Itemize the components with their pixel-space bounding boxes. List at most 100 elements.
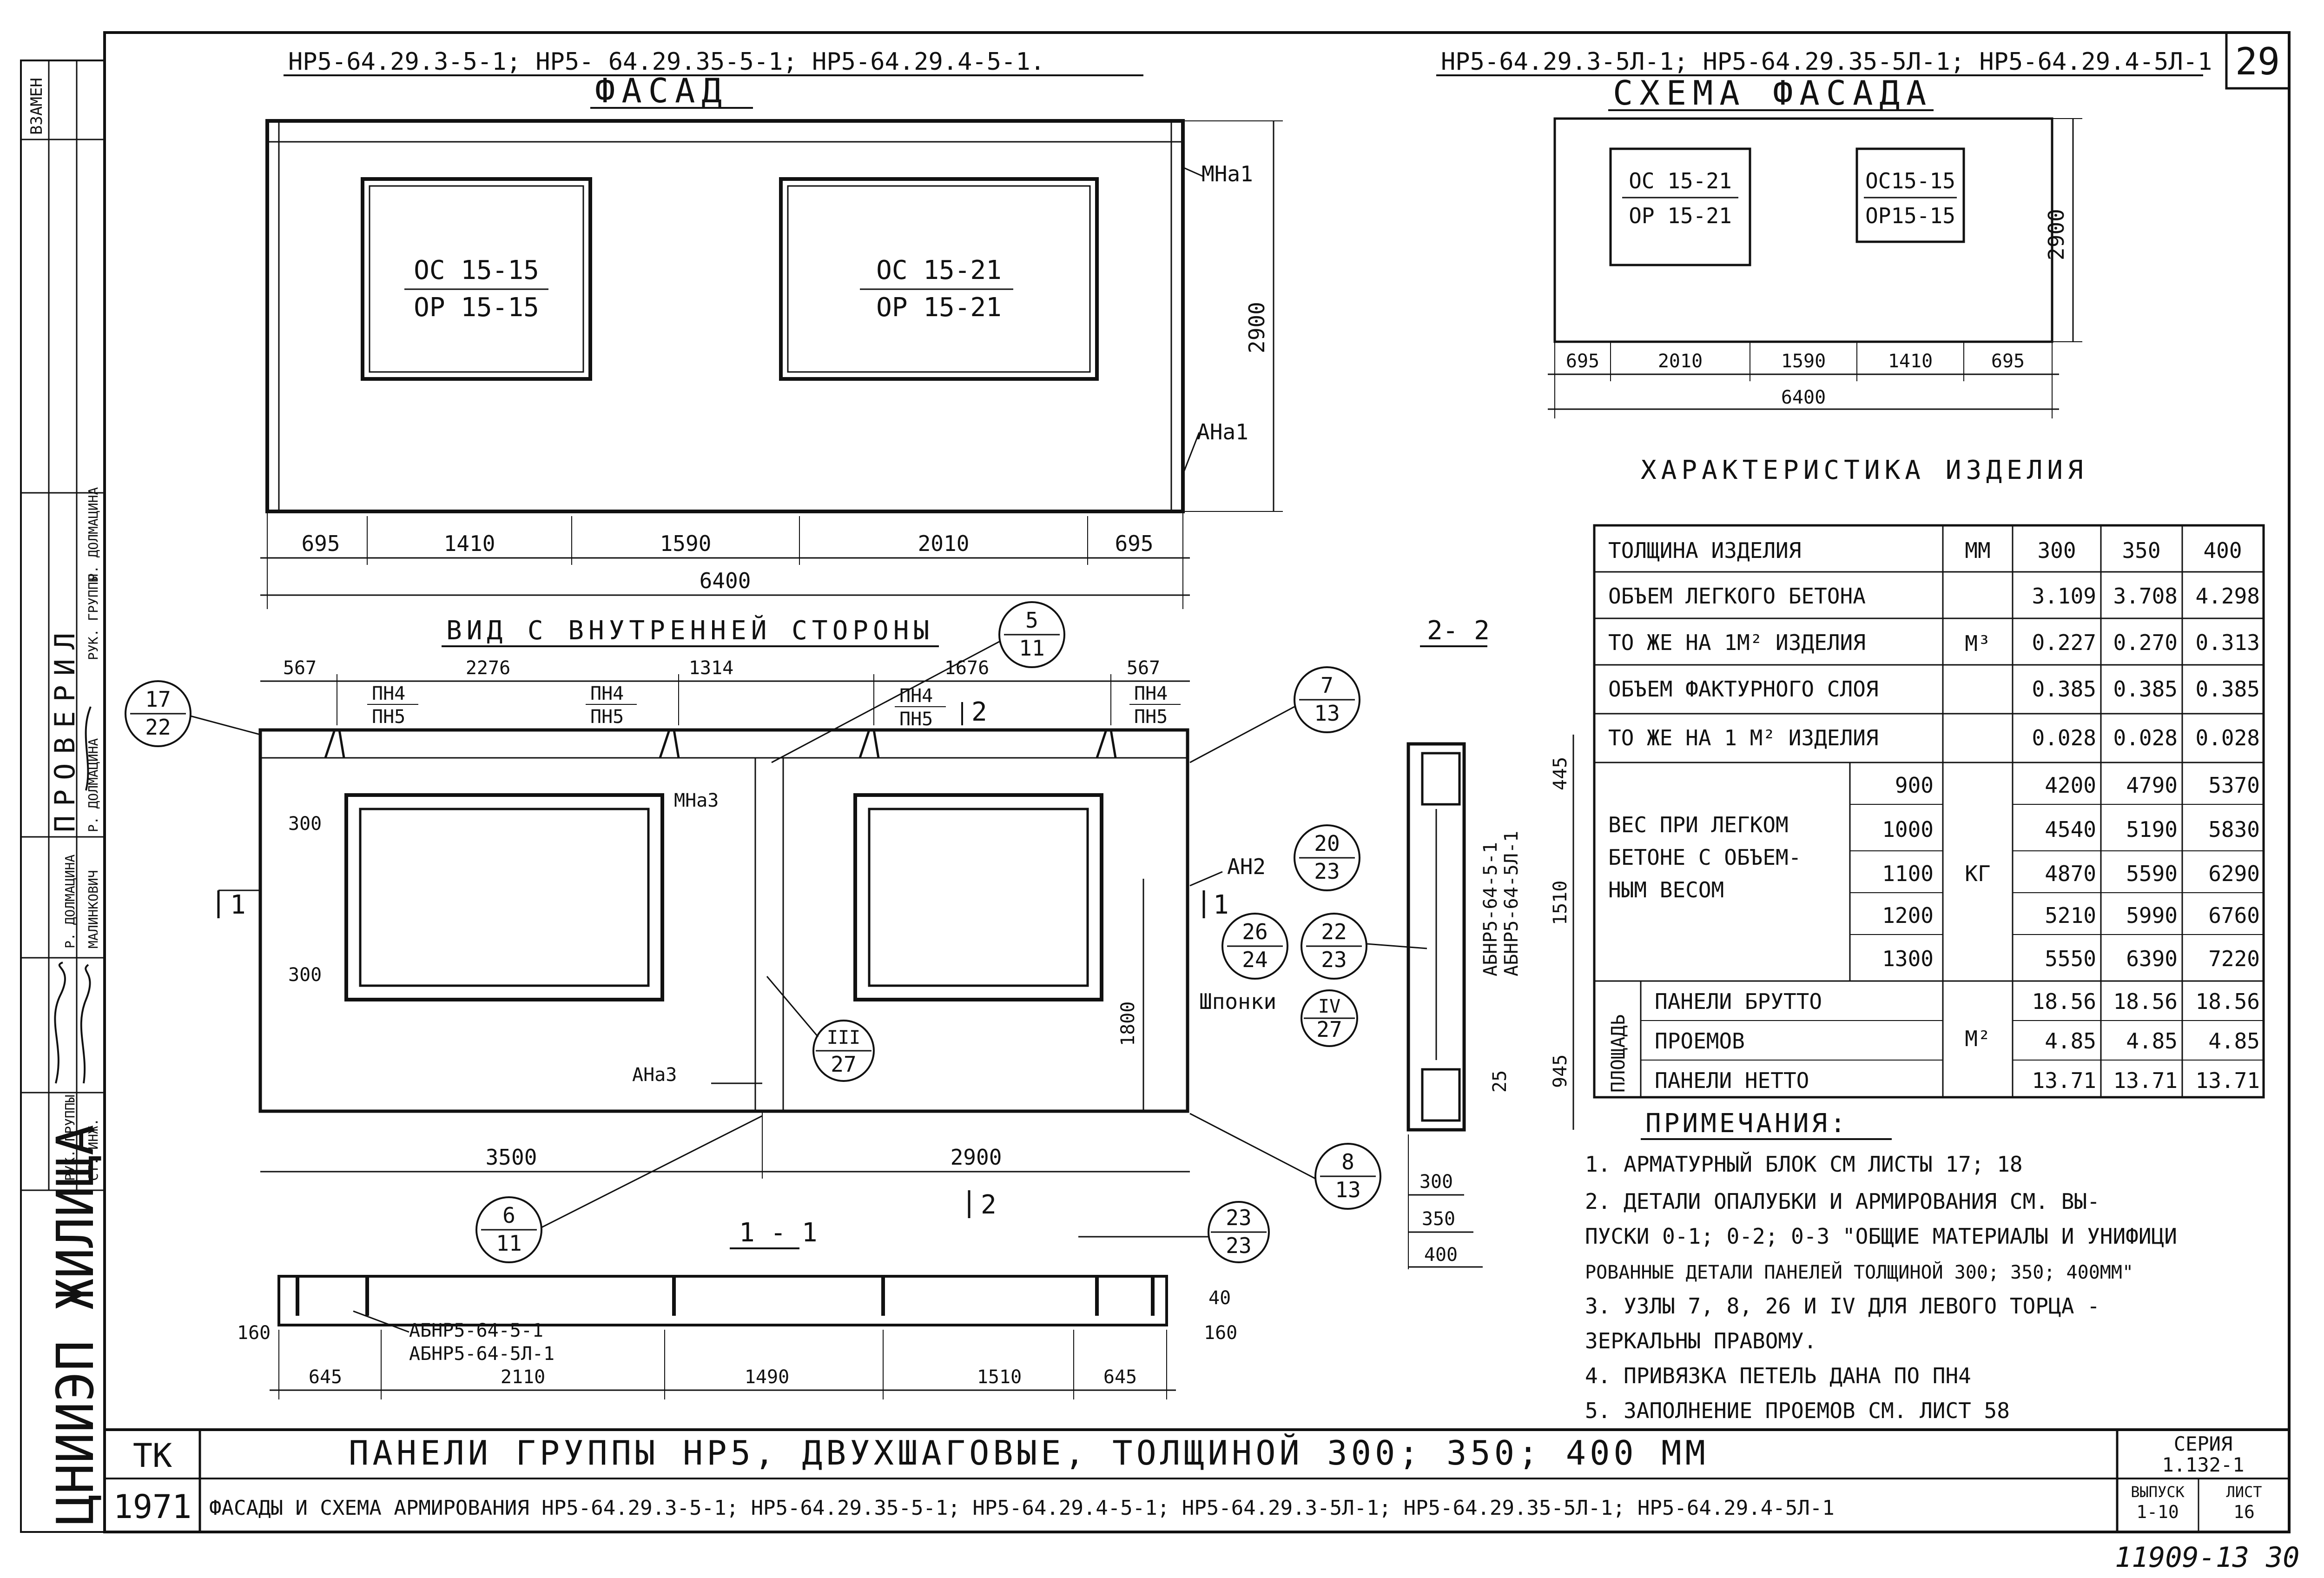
svg-text:IV: IV [1318, 996, 1340, 1017]
series-value: 1.132-1 [2162, 1453, 2244, 1476]
facade-window-left [361, 177, 592, 381]
spec-weight-1-v3: 5370 [2208, 773, 2260, 798]
section-2-2-title: 2- 2 [1427, 616, 1490, 646]
spec-table: ХАРАКТЕРИСТИКА ИЗДЕЛИЯ ТОЛЩИНА ИЗДЕЛИЯ М… [1593, 455, 2265, 1099]
section-2-2-profile [1406, 742, 1466, 1132]
scheme-dim-1: 695 [1566, 351, 1599, 372]
section-2-2-label-a: АБНР5-64-5-1 [1480, 842, 1501, 976]
callout-III-27: III 27 [766, 976, 875, 1082]
facade-panel [265, 119, 1185, 513]
spec-row-4-v1: 0.028 [2032, 725, 2096, 750]
spec-weight-3-v2: 5590 [2126, 861, 2178, 886]
loop-2-bottom: ПН5 [590, 706, 624, 728]
inner-dim-1800: 1800 [1117, 1001, 1139, 1046]
inner-bottom-dim-2: 2900 [951, 1145, 1002, 1170]
spec-density-3: 1100 [1882, 861, 1934, 886]
scheme-dim-4: 1410 [1888, 351, 1933, 372]
note-line-5: 3. УЗЛЫ 7, 8, 26 И IV ДЛЯ ЛЕВОГО ТОРЦА - [1585, 1293, 2100, 1319]
section-2-2: 2- 2 АБНР5-64-5-1 АБНР5-64-5Л-1 445 1510… [1406, 616, 1574, 1269]
section-1-1-title: 1 - 1 [739, 1218, 818, 1248]
callout-6-11: 6 11 [475, 1115, 763, 1263]
callout-5-11: 5 11 [771, 601, 1065, 763]
spec-weight-2-v3: 5830 [2208, 817, 2260, 842]
top-right-codes: НР5-64.29.3-5Л-1; НР5-64.29.35-5Л-1; НР5… [1441, 48, 2212, 76]
section-mark-2-top: 2 [971, 697, 987, 727]
spec-weight-unit: КГ [1965, 861, 1990, 886]
svg-text:22: 22 [1321, 919, 1347, 944]
title-line-2: ФАСАДЫ И СХЕМА АРМИРОВАНИЯ НР5-64.29.3-5… [209, 1496, 1835, 1520]
svg-text:26: 26 [1242, 919, 1268, 944]
facade-label-mna1: МНа1 [1202, 161, 1253, 186]
year: 1971 [113, 1488, 192, 1526]
section-2-2-dim-945: 945 [1550, 1054, 1571, 1088]
scheme-panel [1553, 117, 2053, 343]
inner-panel [258, 728, 1189, 1113]
scheme-title: СХЕМА ФАСАДА [1613, 73, 1933, 113]
svg-text:5: 5 [1025, 608, 1038, 633]
spec-area-1-v2: 18.56 [2113, 989, 2178, 1014]
stamp-checked: ПРОВЕРИЛ [49, 623, 81, 832]
side-stamp: ВЗАМЕН ПРОВЕРИЛ Р. ДОЛМАЦИНА РУК. ГРУППЫ… [20, 60, 106, 1533]
svg-text:22: 22 [145, 715, 171, 740]
note-line-1: 1. АРМАТУРНЫЙ БЛОК СМ ЛИСТЫ 17; 18 [1585, 1152, 2023, 1177]
inner-window-right [853, 793, 1103, 1001]
section-1-1-dim-40: 40 [1208, 1287, 1231, 1309]
inner-label-ana3: АНа3 [632, 1064, 677, 1086]
section-1-1-dim-4: 1510 [977, 1366, 1022, 1388]
spec-area-1-label: ПАНЕЛИ БРУТТО [1655, 989, 1822, 1014]
section-2-2-dim-1510: 1510 [1550, 881, 1571, 925]
spec-weight-3-v3: 6290 [2208, 861, 2260, 886]
stamp-name-4: МАЛИНКОВИЧ [86, 870, 101, 948]
note-line-7: 4. ПРИВЯЗКА ПЕТЕЛЬ ДАНА ПО ПН4 [1585, 1363, 1971, 1388]
loop-1-bottom: ПН5 [372, 706, 405, 728]
section-mark-1-left: 1 [230, 890, 246, 920]
loop-4-top: ПН4 [1134, 683, 1168, 704]
note-line-4: РОВАННЫЕ ДЕТАЛИ ПАНЕЛЕЙ ТОЛЩИНОЙ 300; 35… [1585, 1261, 2133, 1283]
section-2-2-dim-445: 445 [1550, 757, 1571, 790]
spec-area-1-v1: 18.56 [2032, 989, 2096, 1014]
spec-weight-4-v1: 5210 [2045, 903, 2096, 928]
stamp-name-3: Р. ДОЛМАЦИНА [62, 855, 78, 948]
spec-header-unit: ММ [1965, 538, 1990, 563]
inner-label-shponki: Шпонки [1199, 989, 1276, 1014]
callout-26-24: 26 24 [1221, 913, 1288, 980]
inner-bottom-dim-1: 3500 [486, 1145, 537, 1170]
notes: ПРИМЕЧАНИЯ: 1. АРМАТУРНЫЙ БЛОК СМ ЛИСТЫ … [1585, 1108, 2177, 1423]
scheme-window-left [1609, 147, 1751, 266]
sheet-number: 29 [2235, 40, 2280, 83]
spec-area-3-label: ПАНЕЛИ НЕТТО [1655, 1068, 1809, 1093]
spec-row-3-v2: 0.385 [2113, 676, 2178, 702]
scheme-window-right-bottom: ОР15-15 [1865, 203, 1955, 228]
spec-weight-2-v1: 4540 [2045, 817, 2096, 842]
svg-text:24: 24 [1242, 947, 1268, 972]
spec-weight-1-v2: 4790 [2126, 773, 2178, 798]
svg-text:13: 13 [1335, 1177, 1360, 1202]
spec-row-2-v3: 0.313 [2196, 630, 2260, 655]
spec-row-4-v2: 0.028 [2113, 725, 2178, 750]
spec-header-label: ТОЛЩИНА ИЗДЕЛИЯ [1608, 538, 1801, 563]
note-line-8: 5. ЗАПОЛНЕНИЕ ПРОЕМОВ СМ. ЛИСТ 58 [1585, 1398, 2010, 1423]
inner-dim-300a: 300 [288, 813, 322, 835]
inner-topdim-5: 567 [1127, 657, 1160, 679]
scheme-dim-5: 695 [1991, 351, 2025, 372]
facade-window-left-bottom: ОР 15-15 [414, 292, 539, 323]
scheme-window-right [1855, 147, 1965, 243]
facade-window-left-top: ОС 15-15 [414, 255, 539, 285]
stamp-role-2: РУК. ГРУППЫ [86, 574, 101, 660]
inner-label-mna3: МНа3 [674, 790, 719, 811]
org-short: ТК [133, 1437, 172, 1475]
stamp-replace: ВЗАМЕН [27, 78, 46, 135]
facade-window-right [779, 177, 1099, 381]
section-1-1-dim-2: 2110 [501, 1366, 545, 1388]
spec-row-3-v3: 0.385 [2196, 676, 2260, 702]
spec-row-2-v1: 0.227 [2032, 630, 2096, 655]
spec-row-1-v1: 3.109 [2032, 583, 2096, 609]
section-1-1-dim-5: 645 [1103, 1366, 1137, 1388]
inner-view-drawing: ВИД С ВНУТРЕННЕЙ СТОРОНЫ 567 2276 1314 1… [125, 601, 1427, 1263]
loop-2-top: ПН4 [590, 683, 624, 704]
section-1-1-dim-1: 645 [309, 1366, 342, 1388]
section-1-1-dim-160a: 160 [237, 1322, 271, 1344]
spec-row-1-label: ОБЪЕМ ЛЕГКОГО БЕТОНА [1608, 583, 1866, 609]
svg-text:20: 20 [1314, 831, 1340, 856]
section-1-1: 1 - 1 АБНР5-64-5-1 АБНР5-64-5Л-1 160 160… [237, 1218, 1237, 1399]
